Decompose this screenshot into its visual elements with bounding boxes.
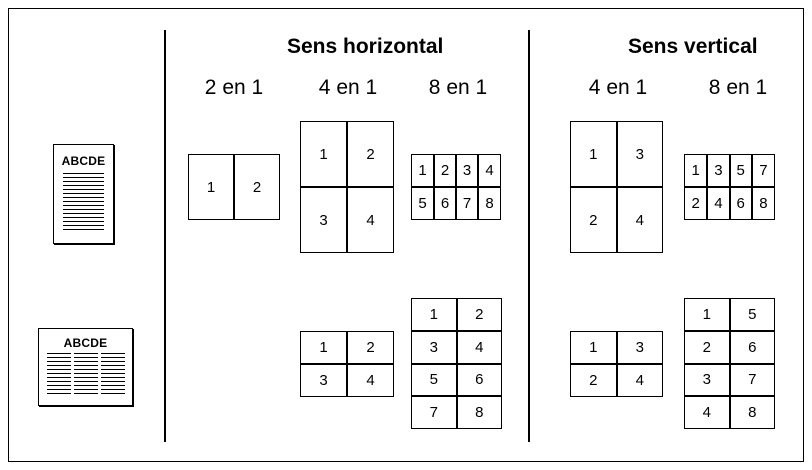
landscape-document-text: ABCDE [63,336,108,350]
page-number-cell: 3 [456,155,478,187]
page-number-cell: 6 [434,187,456,219]
page-number-cell: 8 [478,187,500,219]
page-number-cell: 1 [412,155,434,187]
page-number-cell: 4 [456,331,501,364]
page-number-cell: 8 [729,395,774,428]
page-number-cell: 1 [301,122,347,187]
page-number-cell: 3 [616,332,662,364]
page-number-cell: 1 [685,299,730,332]
page-number-cell: 2 [347,332,393,364]
page-number-cell: 3 [685,363,730,396]
page-number-cell: 3 [301,187,347,252]
page-number-cell: 4 [478,155,500,187]
label-h-4in1: 4 en 1 [318,76,378,99]
page-number-cell: 4 [347,364,393,396]
page-number-cell: 5 [412,363,457,396]
header-sens-vertical: Sens vertical [628,35,758,58]
label-v-4in1: 4 en 1 [588,76,648,99]
page-number-cell: 5 [729,155,752,187]
page-number-cell: 3 [616,122,662,187]
page-number-cell: 5 [729,299,774,332]
page-number-cell: 1 [301,332,347,364]
label-v-8in1: 8 en 1 [708,76,768,99]
page-number-cell: 3 [412,331,457,364]
page-number-cell: 2 [571,187,617,252]
page-number-cell: 8 [456,395,501,428]
page-number-cell: 5 [412,187,434,219]
page-number-cell: 4 [616,364,662,396]
page-number-cell: 7 [456,187,478,219]
landscape-text-lines-right [101,353,125,397]
page-number-cell: 2 [434,155,456,187]
page-number-cell: 2 [456,299,501,332]
page-number-cell: 8 [751,187,774,219]
page-number-cell: 4 [707,187,730,219]
divider-right [528,30,530,442]
page-number-cell: 6 [729,331,774,364]
page-number-cell: 2 [685,187,708,219]
label-h-8in1: 8 en 1 [428,76,488,99]
page-number-cell: 1 [189,155,234,219]
page-number-cell: 4 [616,187,662,252]
landscape-document-icon: ABCDE [38,328,133,406]
page-number-cell: 2 [571,364,617,396]
page-number-cell: 2 [234,155,279,219]
page-number-cell: 4 [347,187,393,252]
page-number-cell: 1 [571,122,617,187]
page-number-cell: 1 [412,299,457,332]
page-number-cell: 6 [456,363,501,396]
page-number-cell: 3 [301,364,347,396]
page-number-cell: 2 [347,122,393,187]
page-number-cell: 4 [685,395,730,428]
diagram-frame [8,8,804,462]
landscape-text-lines-left [47,353,71,397]
portrait-text-lines [63,173,104,230]
page-number-cell: 1 [685,155,708,187]
page-number-cell: 7 [729,363,774,396]
label-h-2in1: 2 en 1 [204,76,264,99]
page-number-cell: 3 [707,155,730,187]
header-sens-horizontal: Sens horizontal [287,35,444,58]
portrait-document-text: ABCDE [61,154,106,168]
page-number-cell: 2 [685,331,730,364]
page-number-cell: 7 [751,155,774,187]
page-number-cell: 7 [412,395,457,428]
landscape-text-lines-middle [74,353,98,397]
portrait-document-icon: ABCDE [53,144,114,244]
page-number-cell: 6 [729,187,752,219]
page-number-cell: 1 [571,332,617,364]
divider-left [164,30,166,442]
